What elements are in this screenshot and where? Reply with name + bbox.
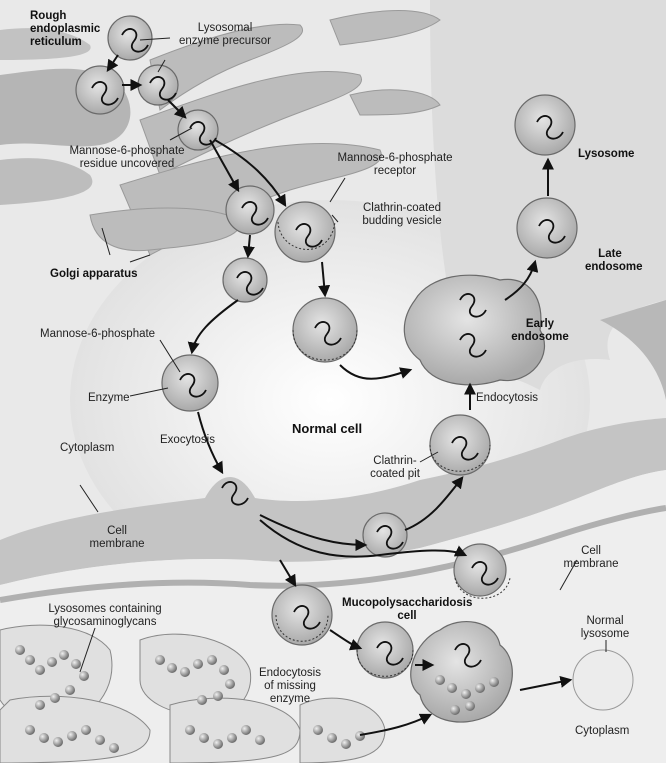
m6p-label: Mannose-6-phosphate: [40, 328, 156, 340]
leader-lines: [79, 37, 607, 673]
normal-cell-membrane: [0, 418, 666, 585]
endocytosis-label: Endocytosis: [476, 392, 539, 404]
upper-membrane-fold: [600, 300, 666, 400]
cytoplasm-bottom-label: Cytoplasm: [575, 725, 630, 737]
clathrin-coated-pit-label: Clathrin-coated pit: [370, 455, 420, 480]
gag-lysosomes: [0, 624, 499, 763]
normal-cell-label: Normal cell: [292, 421, 363, 436]
golgi-apparatus-label: Golgi apparatus: [50, 268, 138, 280]
enzyme-glyphs: [91, 28, 566, 668]
cytoplasm-top-label: Cytoplasm: [60, 442, 115, 454]
enzyme-label: Enzyme: [88, 392, 130, 404]
lysosome-label: Lysosome: [578, 148, 635, 160]
mps-cell-membrane: [0, 505, 666, 603]
vesicles: [75, 15, 578, 723]
exocytosis-label: Exocytosis: [160, 434, 215, 446]
process-arrows: [106, 54, 573, 736]
normal-lysosome-circle: [572, 649, 634, 711]
clathrin-coats: [275, 221, 511, 677]
